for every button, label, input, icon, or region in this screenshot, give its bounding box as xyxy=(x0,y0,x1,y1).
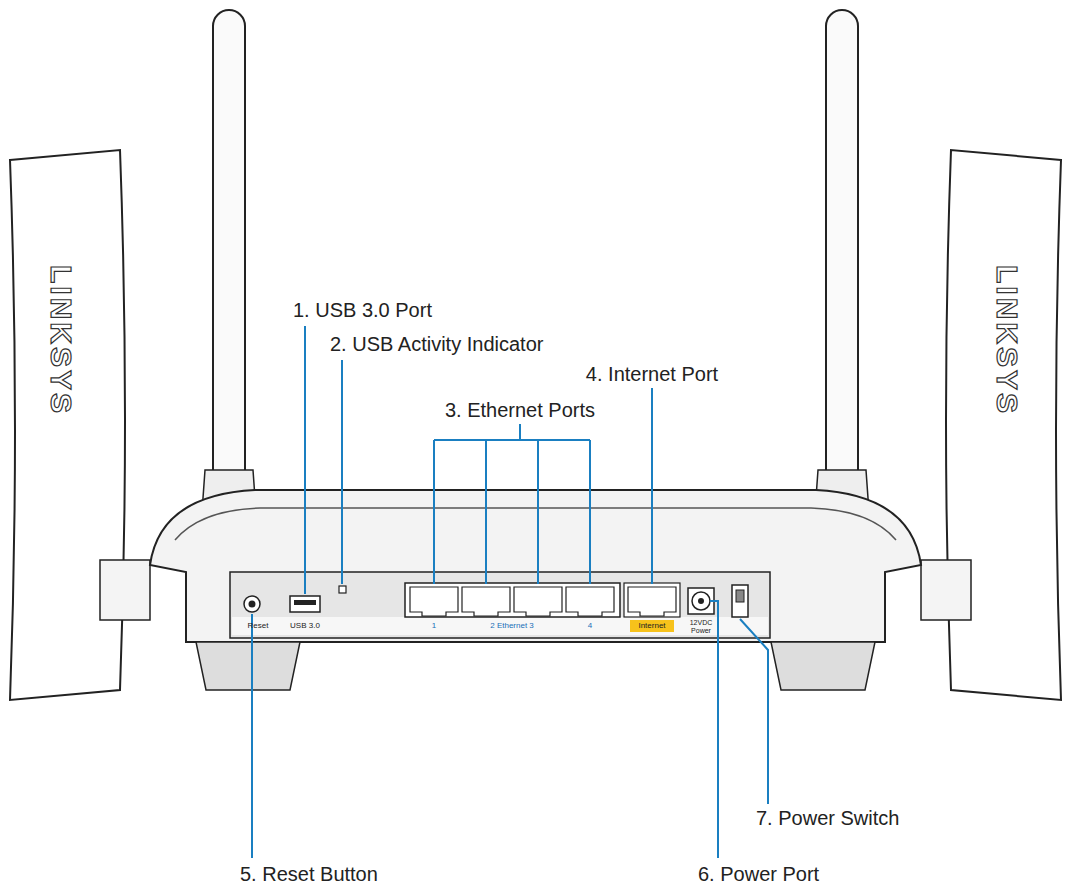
port-label: Reset xyxy=(248,622,269,631)
port-label: Power xyxy=(691,627,711,635)
callout-label: 7. Power Switch xyxy=(754,807,901,829)
port-label: 2 Ethernet 3 xyxy=(490,622,534,631)
callout-label: 2. USB Activity Indicator xyxy=(328,333,545,355)
callout-label: 1. USB 3.0 Port xyxy=(291,299,434,321)
brand-logo: LINKSYS xyxy=(46,264,79,415)
callout-label: 4. Internet Port xyxy=(584,363,720,385)
port-label: USB 3.0 xyxy=(290,622,320,631)
callout-label: 6. Power Port xyxy=(696,863,821,885)
port-label: 1 xyxy=(432,622,436,631)
port-label: 12VDC xyxy=(690,619,713,627)
port-label: 4 xyxy=(588,622,592,631)
brand-logo: LINKSYS xyxy=(992,264,1025,415)
callout-label: 3. Ethernet Ports xyxy=(443,399,597,421)
port-label: Internet xyxy=(630,620,673,633)
callout-label: 5. Reset Button xyxy=(238,863,380,885)
